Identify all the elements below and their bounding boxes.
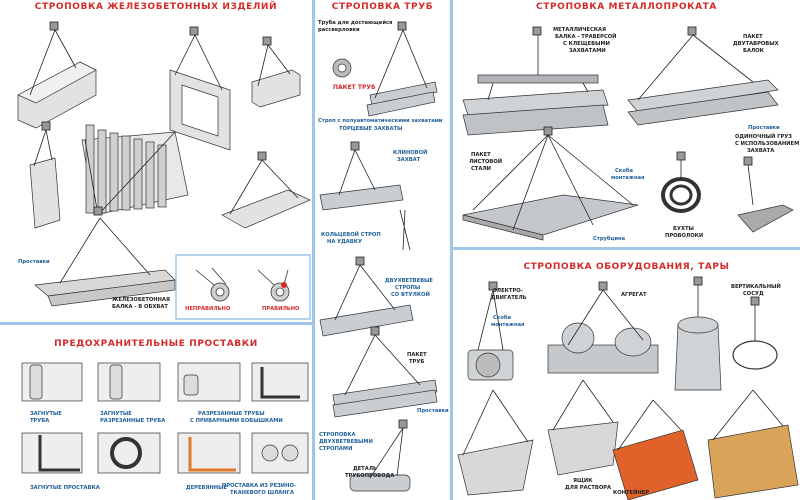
label-single-2: С ИСПОЛЬЗОВАНИЕМ (735, 141, 800, 147)
divider-3 (0, 322, 312, 325)
label-sheet-2: ЛИСТОВОЙ (469, 159, 503, 165)
section-title-spacers: ПРЕДОХРАНИТЕЛЬНЫЕ ПРОСТАВКИ (54, 339, 258, 349)
label-two-branch-1: ДВУХВЕТВЕВЫЕ (385, 278, 433, 284)
pipe-illustrations (319, 21, 438, 492)
divider-2 (450, 0, 453, 500)
label-ring-sling-1: КОЛЬЦЕВОЙ СТРОП (321, 232, 381, 238)
label-pipe-pack-title: ПАКЕТ ТРУБ (333, 84, 376, 91)
label-mortar-1: ЯЩИК (573, 478, 593, 484)
label-traverse-2: БАЛКА - ТРАВЕРСОЙ (555, 34, 617, 40)
label-end-grips-1: Строп с полуавтоматическими захватами (318, 118, 443, 124)
label-mortar-2: ДЛЯ РАСТВОРА (565, 485, 612, 491)
label-pack-2: ТРУБ (409, 359, 425, 365)
section-title-pipes: СТРОПОВКА ТРУБ (331, 2, 434, 12)
label-pipe-clamp-1: Труба для достающейся (318, 20, 393, 26)
label-sp-plug2-2: РАЗРЕЗАННЫЕ ТРУБА (100, 418, 166, 424)
label-right: ПРАВИЛЬНО (262, 306, 300, 312)
concrete-illustrations (17, 21, 311, 320)
label-wrong: НЕПРАВИЛЬНО (185, 306, 231, 312)
label-beam-2: БАЛКА - В ОБХВАТ (112, 304, 168, 310)
label-twobranch-sling-1: СТРОПОВКА (319, 432, 356, 438)
label-container: КОНТЕЙНЕР (613, 490, 650, 496)
label-motor-1: ЭЛЕКТРО- (493, 288, 523, 294)
label-ibeam-1: ПАКЕТ (743, 34, 763, 40)
section-spacers: ПРЕДОХРАНИТЕЛЬНЫЕ ПРОСТАВКИ (0, 325, 312, 500)
label-prostavka: Проставки (18, 259, 50, 265)
label-sp-plug2-1: ЗАГНУТЫЕ (100, 411, 132, 417)
label-pack-1: ПАКЕТ (407, 352, 427, 358)
label-two-branch-3: СО ВТУЛКОЙ (391, 292, 430, 298)
label-sheet-1: ПАКЕТ (471, 152, 491, 158)
label-prostavki-metal: Проставки (748, 125, 780, 131)
label-end-grips-2: ТОРЦЕВЫЕ ЗАХВАТЫ (339, 126, 403, 132)
label-sp-wood: ДЕРЕВЯННЫЕ (186, 485, 228, 491)
label-sp-cut-2: С ПРИВАРНЫМИ БОБЫШКАМИ (190, 418, 283, 424)
label-wedge-1: КЛИНОВОЙ (393, 150, 428, 156)
label-beam-1: ЖЕЛЕЗОБЕТОННАЯ (112, 297, 170, 303)
section-concrete: СТРОПОВКА ЖЕЛЕЗОБЕТОННЫХ ИЗДЕЛИЙ (0, 0, 312, 322)
label-motor-clamp-2: монтажная (491, 322, 525, 328)
section-title-equipment: СТРОПОВКА ОБОРУДОВАНИЯ, ТАРЫ (523, 262, 730, 272)
label-vessel-1: ВЕРТИКАЛЬНЫЙ (731, 284, 781, 290)
label-detail-2: ТРУБОПРОВОДА (345, 473, 395, 479)
section-metal: СТРОПОВКА МЕТАЛЛОПРОКАТА (453, 0, 800, 247)
label-pipe-clamp-2: рассверловки (318, 27, 360, 33)
label-strubcina: Струбцина (593, 236, 626, 242)
label-single-1: ОДИНОЧНЫЙ ГРУЗ (735, 134, 792, 140)
label-prostavki-pipes: Проставки (417, 408, 449, 414)
label-sp-rubber-1: ПРОСТАВКА ИЗ РЕЗИНО- (222, 483, 297, 489)
label-aggregate: АГРЕГАТ (621, 292, 647, 298)
label-twobranch-sling-3: СТРОПАМИ (319, 446, 353, 452)
label-detail-1: ДЕТАЛЬ (353, 466, 377, 472)
label-ibeam-3: БАЛОК (743, 48, 764, 54)
label-traverse-1: МЕТАЛЛИЧЕСКАЯ (553, 27, 607, 33)
label-motor-2: ДВИГАТЕЛЬ (491, 295, 527, 301)
section-title-metal: СТРОПОВКА МЕТАЛЛОПРОКАТА (536, 2, 717, 12)
divider-1 (312, 0, 315, 500)
label-ibeam-2: ДВУТАВРОВЫХ (733, 41, 779, 47)
label-vessel-2: СОСУД (743, 291, 764, 297)
label-sp-rubber-2: ТКАНЕВОГО ШЛАНГА (230, 490, 294, 496)
label-motor-clamp-1: Скоба (493, 315, 512, 321)
label-coil-2: ПРОВОЛОКИ (665, 233, 704, 239)
label-clamp-1: Скоба (615, 168, 634, 174)
label-sheet-3: СТАЛИ (471, 166, 492, 172)
label-clamp-2: монтажная (611, 175, 645, 181)
label-coil-1: БУХТЫ (673, 226, 694, 232)
label-traverse-3: С КЛЕЩЕВЫМИ (563, 41, 610, 47)
divider-4 (453, 247, 800, 250)
label-wedge-2: ЗАХВАТ (397, 157, 421, 163)
label-two-branch-2: СТРОПЫ (395, 285, 421, 291)
metal-illustrations (462, 26, 794, 241)
label-sp-bent: ЗАГНУТЫЕ ПРОСТАВКА (30, 485, 100, 491)
equipment-illustrations (457, 276, 799, 500)
label-sp-cut-1: РАЗРЕЗАННЫЕ ТРУБЫ (198, 411, 265, 417)
label-traverse-4: ЗАХВАТАМИ (569, 48, 606, 54)
section-pipes: СТРОПОВКА ТРУБ (315, 0, 450, 500)
label-sp-plug1-1: ЗАГНУТЫЕ (30, 411, 62, 417)
spacer-illustrations (21, 362, 309, 474)
section-equipment: СТРОПОВКА ОБОРУДОВАНИЯ, ТАРЫ (453, 250, 800, 500)
section-title-concrete: СТРОПОВКА ЖЕЛЕЗОБЕТОННЫХ ИЗДЕЛИЙ (34, 2, 278, 12)
label-twobranch-sling-2: ДВУХВЕТВЕВЫМИ (319, 439, 373, 445)
label-ring-sling-2: НА УДАВКУ (327, 239, 362, 245)
label-sp-plug1-2: ТРУБА (30, 418, 50, 424)
label-single-3: ЗАХВАТА (747, 148, 775, 154)
